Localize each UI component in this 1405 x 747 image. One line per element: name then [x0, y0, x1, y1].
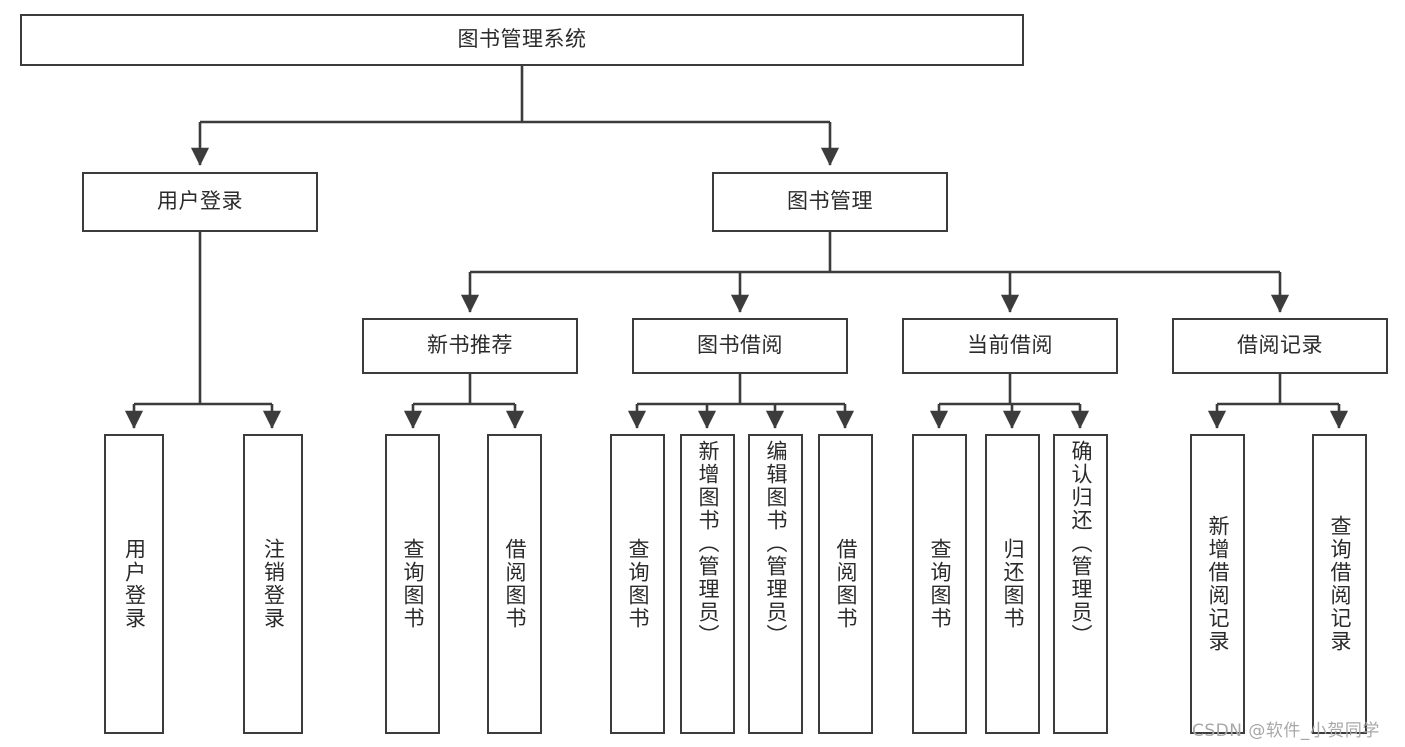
leaf-query-book-1[interactable]: 查询图书 — [385, 434, 440, 734]
node-new-book-rec-label: 新书推荐 — [427, 333, 513, 358]
leaf-query-book-2-label: 查询图书 — [626, 538, 650, 630]
leaf-return-book[interactable]: 归还图书 — [985, 434, 1040, 734]
node-book-borrow[interactable]: 图书借阅 — [632, 318, 848, 374]
leaf-user-login-label: 用户登录 — [122, 538, 147, 630]
leaf-user-login[interactable]: 用户登录 — [104, 434, 164, 734]
node-current-borrow[interactable]: 当前借阅 — [902, 318, 1118, 374]
leaf-add-record[interactable]: 新增借阅记录 — [1190, 434, 1245, 734]
leaf-logout-label: 注销登录 — [261, 538, 286, 630]
leaf-confirm-return[interactable]: 确认归还（管理员） — [1053, 434, 1108, 734]
leaf-query-book-1-label: 查询图书 — [401, 538, 425, 630]
node-user-login-label: 用户登录 — [157, 189, 243, 214]
node-borrow-record[interactable]: 借阅记录 — [1172, 318, 1388, 374]
leaf-confirm-return-label: 确认归还（管理员） — [1069, 440, 1093, 647]
leaf-borrow-book-2[interactable]: 借阅图书 — [818, 434, 873, 734]
leaf-return-book-label: 归还图书 — [1001, 538, 1025, 630]
node-new-book-rec[interactable]: 新书推荐 — [362, 318, 578, 374]
node-borrow-record-label: 借阅记录 — [1237, 333, 1323, 358]
leaf-edit-book-label: 编辑图书（管理员） — [764, 440, 788, 647]
node-root[interactable]: 图书管理系统 — [20, 14, 1024, 66]
leaf-add-record-label: 新增借阅记录 — [1206, 515, 1230, 653]
csdn-watermark: CSDN @软件_小贺同学 — [1192, 721, 1380, 741]
leaf-add-book-label: 新增图书（管理员） — [696, 440, 720, 647]
leaf-borrow-book-1[interactable]: 借阅图书 — [487, 434, 542, 734]
leaf-logout[interactable]: 注销登录 — [243, 434, 303, 734]
leaf-query-book-3-label: 查询图书 — [928, 538, 952, 630]
leaf-query-record[interactable]: 查询借阅记录 — [1312, 434, 1367, 734]
node-book-manage[interactable]: 图书管理 — [712, 172, 948, 232]
leaf-borrow-book-1-label: 借阅图书 — [503, 538, 527, 630]
leaf-borrow-book-2-label: 借阅图书 — [834, 538, 858, 630]
node-user-login[interactable]: 用户登录 — [82, 172, 318, 232]
node-current-borrow-label: 当前借阅 — [967, 333, 1053, 358]
node-book-manage-label: 图书管理 — [787, 189, 873, 214]
node-root-label: 图书管理系统 — [457, 27, 587, 52]
leaf-add-book[interactable]: 新增图书（管理员） — [680, 434, 735, 734]
node-book-borrow-label: 图书借阅 — [697, 333, 783, 358]
leaf-edit-book[interactable]: 编辑图书（管理员） — [748, 434, 803, 734]
leaf-query-record-label: 查询借阅记录 — [1328, 515, 1352, 653]
leaf-query-book-2[interactable]: 查询图书 — [610, 434, 665, 734]
leaf-query-book-3[interactable]: 查询图书 — [912, 434, 967, 734]
